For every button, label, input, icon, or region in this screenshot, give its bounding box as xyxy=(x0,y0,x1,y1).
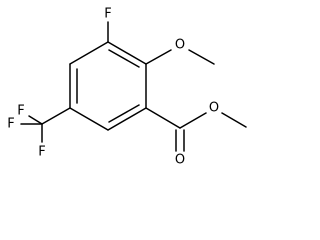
bond-c3-ester-carbon xyxy=(145,107,181,129)
bond-methoxy-oxygen-methyl xyxy=(188,49,215,65)
chemical-structure: F O F F F O O xyxy=(7,7,247,168)
bond-c2-methoxy-oxygen xyxy=(145,49,172,65)
fluorine-atom-label: F xyxy=(104,7,111,22)
ring-bond-c4-c5 xyxy=(69,107,109,131)
ring-double-bond-c1-c2 xyxy=(108,49,140,68)
ester-ether-oxygen-label: O xyxy=(209,101,219,116)
bond-ester-carbon-ether-oxygen xyxy=(179,112,207,129)
cf3-fluorine-left-label: F xyxy=(7,117,14,132)
bond-c5-cf3-carbon xyxy=(41,107,71,125)
ring-bond-c3-c4 xyxy=(107,107,147,131)
ring-bond-c1-c2 xyxy=(107,41,147,65)
ring-bond-c6-c1 xyxy=(69,41,109,65)
bond-cf3-f-top xyxy=(28,115,43,125)
benzene-ring xyxy=(69,41,147,131)
methoxy-oxygen-label: O xyxy=(175,38,185,53)
cf3-fluorine-bottom-label: F xyxy=(38,145,45,160)
bond-ether-oxygen-methyl xyxy=(221,112,247,128)
ring-double-bond-c3-c4 xyxy=(108,104,140,123)
ester-carbonyl-oxygen-label: O xyxy=(175,153,185,168)
cf3-fluorine-top-label: F xyxy=(17,104,24,119)
